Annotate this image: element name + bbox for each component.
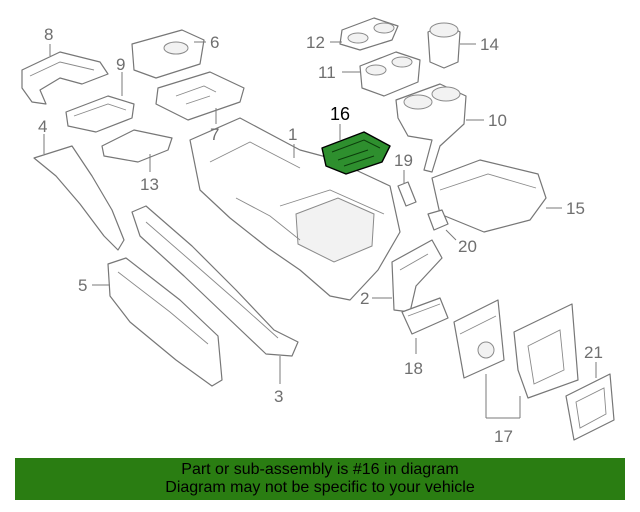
callout-20: 20: [458, 237, 477, 256]
part-18: [401, 297, 449, 335]
part-3: [131, 205, 299, 357]
callout-4: 4: [38, 117, 47, 136]
part-8: [21, 51, 109, 105]
part-11: [359, 51, 421, 97]
callout-8: 8: [44, 25, 53, 44]
part-1: [189, 117, 401, 301]
part-5: [107, 257, 223, 387]
callout-1: 1: [288, 125, 297, 144]
banner-line-1: Part or sub-assembly is #16 in diagram: [181, 461, 459, 478]
callout-labels: 8 9 6 7 4 13 1 2 5 3 12 11 14 10 15 16 1…: [38, 25, 603, 446]
part-19: [397, 181, 417, 207]
part-6: [131, 29, 205, 79]
info-banner: Part or sub-assembly is #16 in diagram D…: [15, 458, 625, 500]
callout-10: 10: [488, 111, 507, 130]
part-20: [427, 209, 449, 231]
callout-7: 7: [210, 125, 219, 144]
callout-15: 15: [566, 199, 585, 218]
part-21: [565, 373, 615, 441]
part-10: [395, 83, 467, 173]
part-4: [33, 145, 125, 251]
callout-12: 12: [306, 33, 325, 52]
callout-9: 9: [116, 55, 125, 74]
callout-13: 13: [140, 175, 159, 194]
callout-19: 19: [394, 151, 413, 170]
callout-2: 2: [360, 289, 369, 308]
part-2: [391, 239, 443, 313]
callout-14: 14: [480, 35, 499, 54]
callout-3: 3: [274, 387, 283, 406]
part-12: [339, 17, 399, 51]
part-17: [453, 299, 579, 399]
callout-16: 16: [330, 104, 350, 124]
parts-diagram: 8 9 6 7 4 13 1 2 5 3 12 11 14 10 15 16 1…: [21, 17, 615, 446]
part-14: [427, 22, 461, 69]
part-16-highlighted: [321, 131, 391, 175]
leader-lines: [43, 41, 597, 419]
callout-21: 21: [584, 343, 603, 362]
callout-5: 5: [78, 276, 87, 295]
part-15: [431, 159, 547, 233]
part-13: [101, 129, 173, 163]
part-9: [65, 95, 135, 133]
callout-17: 17: [494, 427, 513, 446]
callout-18: 18: [404, 359, 423, 378]
part-7: [155, 71, 245, 121]
banner-line-2: Diagram may not be specific to your vehi…: [165, 479, 475, 496]
callout-11: 11: [318, 63, 336, 82]
callout-6: 6: [210, 33, 219, 52]
